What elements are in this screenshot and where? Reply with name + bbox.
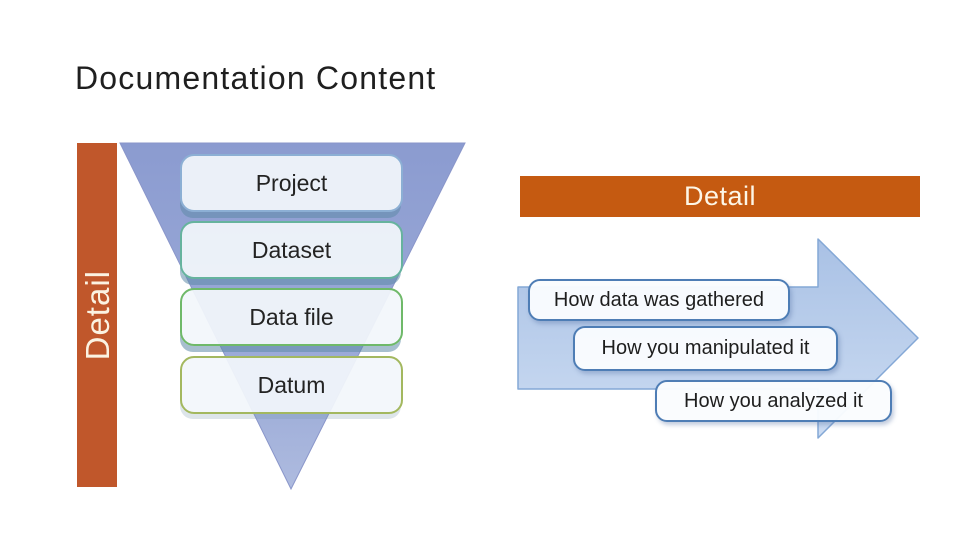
funnel-level-dataset: Dataset [180,221,403,279]
funnel-level-label: Project [255,169,328,196]
detail-step-label: How you manipulated it [601,337,810,359]
page-title: Documentation Content [75,60,437,96]
funnel-level-datum: Datum [180,356,403,414]
funnel-level-project: Project [180,154,403,212]
detail-step-label: How data was gathered [553,288,765,311]
detail-step-analyzed: How you analyzed it [655,380,892,422]
detail-step-gathered: How data was gathered [528,279,790,321]
detail-side-bar: Detail [77,143,117,487]
detail-step-label: How you analyzed it [684,389,863,412]
funnel-level-label: Data file [249,303,334,330]
detail-banner-label: Detail [683,181,757,211]
funnel-level-data-file: Data file [180,288,403,346]
detail-side-bar-label: Detail [78,269,116,361]
funnel-level-label: Datum [257,371,326,398]
funnel-level-label: Dataset [251,236,332,263]
detail-step-manipulated: How you manipulated it [573,326,838,371]
detail-banner: Detail [520,176,920,217]
